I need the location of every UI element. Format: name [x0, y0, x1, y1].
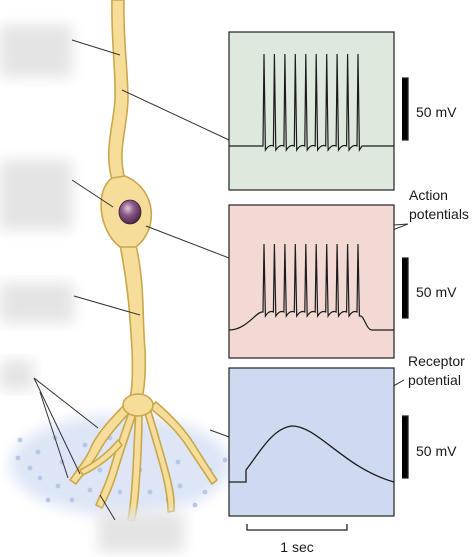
stimulus-dot	[177, 483, 183, 489]
stimulus-dot	[97, 467, 103, 473]
stimulus-dot	[55, 483, 61, 489]
soma-action-potential-trace	[228, 243, 394, 331]
voltage-scale-label-3: 50 mV	[416, 443, 457, 459]
voltage-scale-label-2: 50 mV	[416, 284, 457, 300]
nucleus	[118, 199, 142, 225]
stimulus-dot	[192, 502, 198, 508]
axon-action-potential-trace	[229, 53, 394, 153]
blank-label-5	[98, 512, 184, 552]
stimulus-dot	[117, 489, 123, 495]
stimulus-dot	[37, 475, 43, 481]
stimulus-dot	[15, 455, 21, 461]
blank-label-4	[0, 360, 34, 390]
dendrite-branches	[69, 401, 218, 522]
time-scale-bar	[246, 524, 348, 531]
stimulus-dot	[17, 437, 23, 443]
soma-recording-panel	[228, 204, 395, 359]
voltage-scale-bars	[402, 77, 409, 479]
stimulus-dot	[35, 449, 41, 455]
receptor-potential-label-line1: Receptor	[408, 353, 465, 369]
receptor-potential-trace	[229, 425, 395, 483]
peripheral-neurite	[119, 244, 147, 399]
stimulus-dot	[175, 459, 181, 465]
stimulus-glow	[10, 415, 230, 515]
blank-label-1	[0, 25, 72, 77]
voltage-scale-label-1: 50 mV	[416, 104, 457, 120]
axon-recording-panel	[228, 31, 395, 191]
stimulus-dot	[82, 442, 88, 448]
stimulus-dot	[27, 465, 33, 471]
neuron	[69, 0, 218, 522]
blank-label-2	[0, 160, 72, 230]
stimulus-dot	[87, 487, 93, 493]
receptor-potential-label-line2: potential	[408, 372, 461, 388]
stimulus-dot	[147, 489, 153, 495]
blank-label-3	[0, 283, 74, 323]
dendrite-base	[122, 393, 154, 417]
axon	[107, 0, 129, 181]
stimulus-dot	[69, 497, 75, 503]
time-scale-label: 1 sec	[280, 539, 313, 555]
dendrite-recording-panel	[228, 367, 395, 517]
stimulus-dot	[45, 497, 51, 503]
action-potentials-label-line2: potentials	[409, 206, 469, 222]
stimulus-dot	[222, 457, 228, 463]
action-potentials-label-line1: Action	[409, 187, 448, 203]
stimulus-dot	[202, 489, 208, 495]
